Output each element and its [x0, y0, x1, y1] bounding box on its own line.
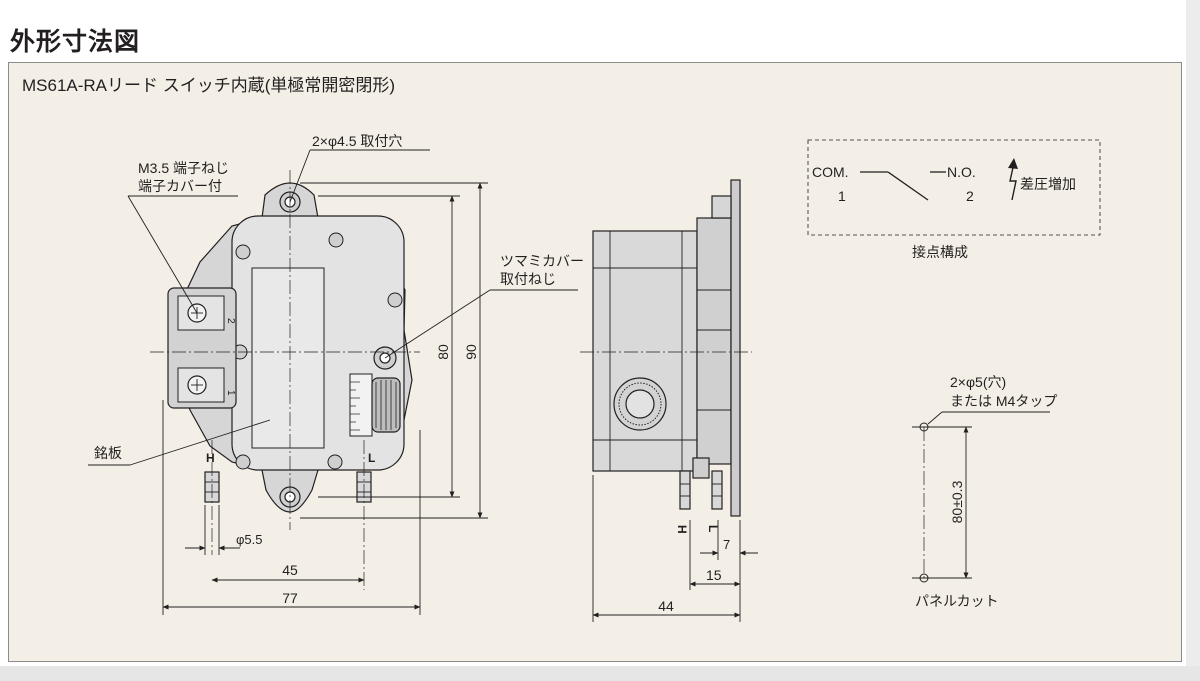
label-terminal-screw: M3.5 端子ねじ: [138, 160, 229, 176]
panel-hole-label-alt: または M4タップ: [950, 393, 1057, 409]
side-label-h: H: [675, 525, 689, 534]
label-knob-screw: 取付ねじ: [500, 271, 556, 287]
corner-screws: [232, 232, 403, 470]
side-view: H L: [580, 179, 752, 534]
panel-caption: MS61A-RAリード スイッチ内蔵(単極常開密閉形): [22, 76, 396, 95]
side-panel-plate: [730, 179, 741, 517]
label-terminal-cover: 端子カバー付: [138, 178, 222, 194]
dim-80-tolerance: 80±0.3: [949, 480, 965, 523]
dim-15: 15: [706, 567, 722, 583]
side-flange: [696, 217, 732, 465]
panel-hole-top: [919, 422, 929, 432]
terminal-number-1: 1: [225, 390, 236, 396]
side-knob-inner: [625, 389, 655, 419]
dim-77: 77: [282, 590, 298, 606]
contact-com: COM.: [812, 164, 849, 180]
port-label-l: L: [368, 451, 375, 465]
label-nameplate: 銘板: [94, 445, 122, 461]
dim-7: 7: [723, 537, 730, 552]
contact-no: N.O.: [947, 164, 976, 180]
dim-phi-5-5: φ5.5: [236, 532, 263, 547]
contact-no-number: 2: [966, 188, 974, 204]
dim-45: 45: [282, 562, 298, 578]
pressure-arrow-icon: [1009, 162, 1017, 201]
panel-hole-bottom: [919, 573, 929, 583]
front-dimensions: 80 90 φ5.5 45 77: [162, 182, 488, 615]
side-port-l: [711, 470, 723, 510]
contact-configuration: COM. 1 N.O. 2 差圧増加 接点構成: [807, 139, 1101, 260]
panel-cut-caption: パネルカット: [915, 593, 999, 609]
scrollbar-track[interactable]: [1186, 0, 1200, 681]
panel-hole-label: 2×φ5(穴): [950, 374, 1006, 390]
terminal-number-2: 2: [225, 318, 236, 324]
front-leaders: 2×φ4.5 取付穴 M3.5 端子ねじ 端子カバー付 ツマミカバー 取付ねじ …: [88, 133, 584, 466]
front-view: 2 1 H L: [150, 170, 420, 590]
label-mount-holes: 2×φ4.5 取付穴: [312, 133, 402, 149]
panel-cut: 80±0.3 2×φ5(穴) または M4タップ パネルカット: [912, 374, 1057, 609]
side-main-body: [592, 230, 698, 472]
bottom-edge: [0, 666, 1200, 681]
dim-90: 90: [463, 344, 479, 360]
contact-caption: 接点構成: [912, 244, 968, 260]
dial-scale: [349, 373, 373, 437]
side-dimensions: 7 15 44: [592, 475, 758, 622]
contact-com-number: 1: [838, 188, 846, 204]
page-title: 外形寸法図: [10, 27, 141, 56]
dim-44: 44: [658, 598, 674, 614]
dim-80: 80: [435, 344, 451, 360]
side-label-l: L: [706, 525, 720, 532]
nameplate-rect: [251, 267, 325, 449]
side-port-h: [679, 470, 691, 510]
port-label-h: H: [206, 451, 215, 465]
label-knob-cover: ツマミカバー: [500, 253, 584, 269]
contact-direction: 差圧増加: [1020, 176, 1076, 192]
